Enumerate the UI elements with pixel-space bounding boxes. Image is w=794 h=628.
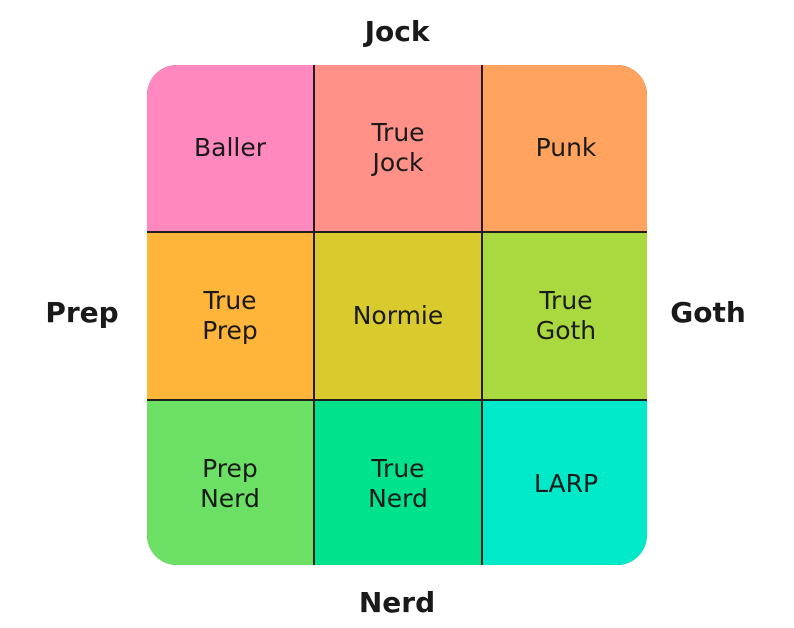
cell-label: True Nerd bbox=[368, 454, 428, 513]
cell-label: Baller bbox=[193, 133, 267, 162]
cell-label: LARP bbox=[533, 469, 599, 498]
axis-label-bottom: Nerd bbox=[358, 586, 436, 619]
cell-label: Punk bbox=[535, 133, 597, 162]
cell-true-nerd: True Nerd bbox=[315, 401, 481, 565]
cell-larp: LARP bbox=[483, 401, 647, 565]
cell-label: True Prep bbox=[202, 286, 258, 345]
cell-label: Normie bbox=[352, 301, 444, 330]
cell-label: Prep Nerd bbox=[200, 454, 260, 513]
cell-prep-nerd: Prep Nerd bbox=[147, 401, 313, 565]
cell-true-goth: True Goth bbox=[483, 233, 647, 399]
cell-baller: Baller bbox=[147, 65, 313, 231]
alignment-grid: Baller True Jock Punk True Prep Normie T… bbox=[147, 65, 647, 565]
cell-punk: Punk bbox=[483, 65, 647, 231]
axis-label-top: Jock bbox=[364, 15, 430, 48]
cell-true-jock: True Jock bbox=[315, 65, 481, 231]
axis-label-right: Goth bbox=[670, 296, 746, 329]
axis-label-left: Prep bbox=[45, 296, 119, 329]
cell-true-prep: True Prep bbox=[147, 233, 313, 399]
cell-label: True Jock bbox=[371, 118, 425, 177]
cell-label: True Goth bbox=[535, 286, 597, 345]
cell-normie: Normie bbox=[315, 233, 481, 399]
